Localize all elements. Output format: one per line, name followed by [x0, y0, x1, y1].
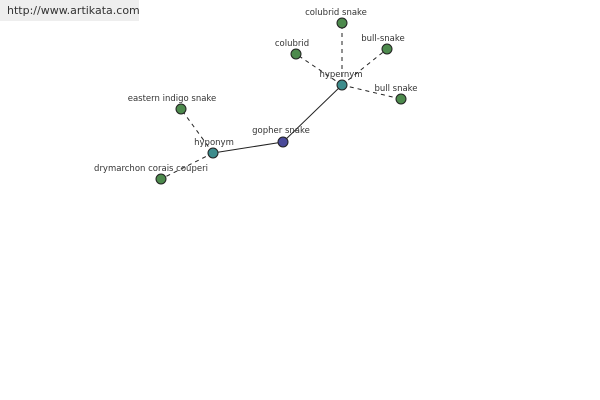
edge-gopher-snake-hypernym — [282, 84, 343, 143]
node-colubrid-label[interactable]: colubrid — [275, 39, 309, 49]
node-colubrid-snake-label[interactable]: colubrid snake — [305, 8, 367, 18]
url-banner: http://www.artikata.com — [0, 0, 140, 21]
node-drymarchon-corais-couperi[interactable]: drymarchon corais couperi — [94, 164, 208, 185]
node-colubrid-dot[interactable] — [290, 48, 302, 60]
edges — [160, 23, 402, 180]
node-gopher-snake[interactable]: gopher snake — [252, 126, 310, 148]
node-drymarchon-label[interactable]: drymarchon corais couperi — [94, 164, 208, 174]
node-eastern-indigo-snake-label[interactable]: eastern indigo snake — [128, 94, 217, 104]
node-gopher-snake-label[interactable]: gopher snake — [252, 126, 310, 136]
node-colubrid[interactable]: colubrid — [275, 39, 309, 60]
edge-hyponym-gopher-snake — [212, 141, 284, 154]
node-hyponym-dot[interactable] — [207, 147, 219, 159]
node-eastern-indigo-snake[interactable]: eastern indigo snake — [128, 94, 217, 115]
node-eastern-indigo-snake-dot[interactable] — [175, 103, 187, 115]
node-hypernym-dot[interactable] — [336, 79, 348, 91]
node-hypernym-label[interactable]: hypernym — [319, 70, 362, 80]
edge-hypernym-bull-snake — [341, 84, 402, 100]
node-bull-snake-hyphen[interactable]: bull-snake — [361, 34, 405, 55]
node-hyponym[interactable]: hyponym — [194, 138, 234, 159]
node-bull-snake-label[interactable]: bull snake — [374, 84, 417, 94]
edge-hyponym-drymarchon — [160, 152, 214, 180]
node-bull-snake-hyphen-dot[interactable] — [381, 43, 393, 55]
site-url[interactable]: http://www.artikata.com — [7, 4, 140, 17]
node-hypernym[interactable]: hypernym — [319, 70, 363, 91]
node-bull-snake-dot[interactable] — [395, 93, 407, 105]
node-colubrid-snake[interactable]: colubrid snake — [305, 8, 367, 29]
node-bull-snake-hyphen-label[interactable]: bull-snake — [361, 34, 404, 44]
node-drymarchon-dot[interactable] — [155, 173, 167, 185]
node-gopher-snake-dot[interactable] — [277, 136, 289, 148]
edge-hypernym-bull-snake-hyphen — [341, 48, 388, 86]
node-bull-snake[interactable]: bull snake — [374, 84, 418, 105]
edge-hypernym-colubrid — [295, 53, 343, 86]
node-colubrid-snake-dot[interactable] — [336, 17, 348, 29]
node-hyponym-label[interactable]: hyponym — [194, 138, 234, 148]
edge-hyponym-eastern-indigo — [180, 108, 214, 154]
